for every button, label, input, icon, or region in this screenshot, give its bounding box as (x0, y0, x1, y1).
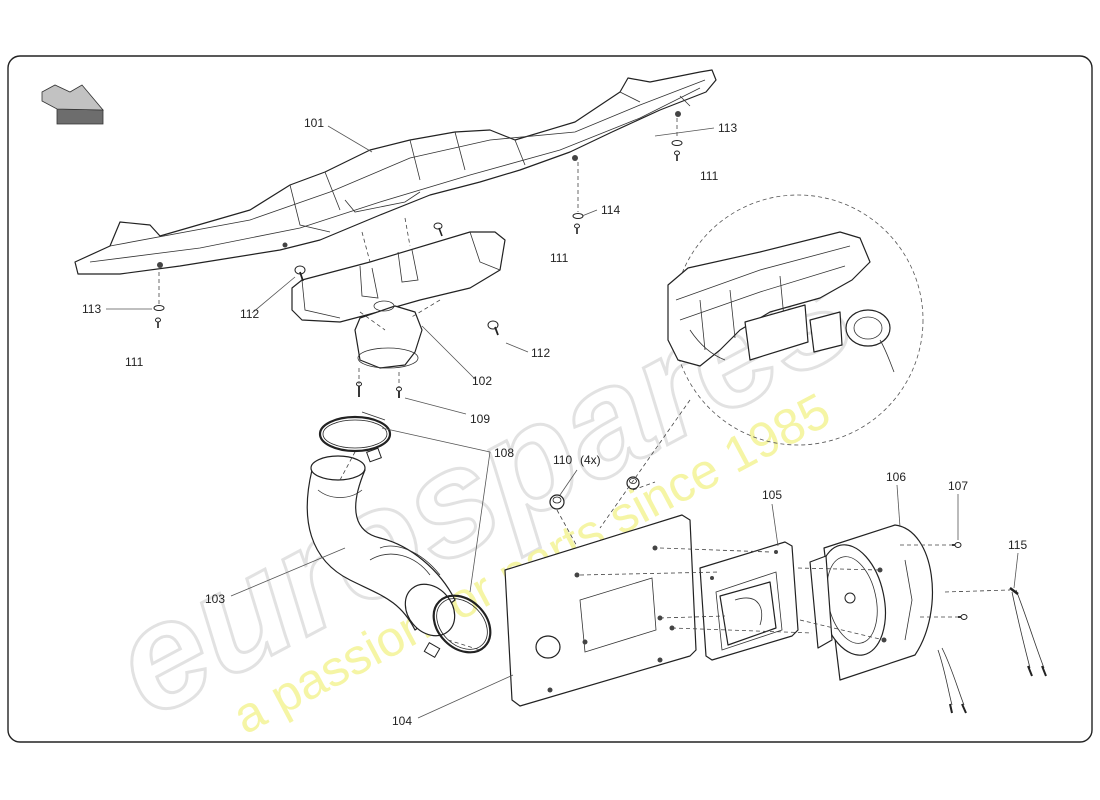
screw-107-b (958, 614, 968, 620)
part-106-blower-fan (809, 524, 967, 714)
callout-110: 110 (553, 453, 572, 467)
callout-113-left: 113 (82, 302, 101, 316)
callout-112-left: 112 (240, 307, 259, 321)
callout-115: 115 (1008, 538, 1027, 552)
callout-labels: 101 102 103 104 105 106 107 108 109 110 … (82, 116, 1027, 728)
part-101-upper-air-duct (74, 69, 717, 275)
part-104-mounting-plate (504, 514, 697, 707)
part-108-hose-clamp-upper (318, 411, 392, 463)
callout-114: 114 (601, 203, 620, 217)
leader-lines (106, 125, 1019, 719)
callout-107: 107 (948, 479, 968, 493)
callout-113-right: 113 (718, 121, 737, 135)
callout-108: 108 (494, 446, 514, 460)
callout-104: 104 (392, 714, 412, 728)
callout-111-mid: 111 (550, 251, 569, 265)
callout-112-right: 112 (531, 346, 550, 360)
screw-112-left (294, 265, 306, 282)
callout-105: 105 (762, 488, 782, 502)
callout-106: 106 (886, 470, 906, 484)
callout-111-left: 111 (125, 355, 144, 369)
part-102-lower-duct (291, 231, 506, 369)
part-115-wiring-harness (1009, 587, 1047, 677)
assembly-lines (158, 118, 1011, 651)
part-105-gasket-frame (699, 541, 799, 661)
screw-112-right (487, 320, 499, 336)
washer-114 (572, 213, 584, 219)
detail-inset (599, 194, 924, 529)
screw-112-top (433, 222, 443, 237)
direction-arrow-icon (41, 84, 104, 125)
washer-113-right (671, 140, 683, 146)
screw-111-mid (574, 223, 580, 234)
callout-110-qty: (4x) (580, 453, 601, 467)
callout-111-right: 111 (700, 169, 719, 183)
screw-111-right (674, 150, 680, 161)
part-108-hose-clamp-lower (423, 594, 492, 659)
callout-102: 102 (472, 374, 492, 388)
callout-103: 103 (205, 592, 225, 606)
washer-113-left (153, 305, 165, 311)
callout-109: 109 (470, 412, 490, 426)
part-110-grommet-b (626, 476, 640, 490)
screw-111-left (155, 317, 161, 328)
part-103-air-hose (306, 455, 456, 637)
screw-107-a (952, 542, 962, 548)
part-110-grommet-a (549, 494, 565, 510)
callout-101: 101 (304, 116, 324, 130)
